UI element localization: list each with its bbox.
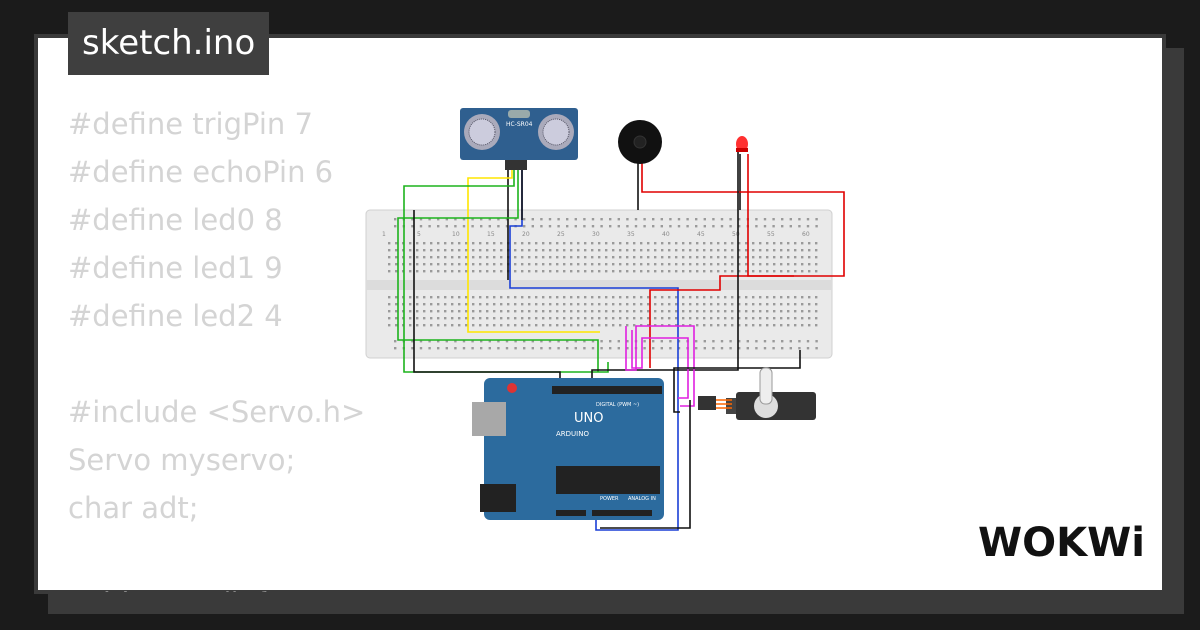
code-line: #include <Servo.h> xyxy=(68,395,366,429)
arduino-uno-board: UNO ARDUINO DIGITAL (PWM ~) POWER ANALOG… xyxy=(472,378,664,520)
code-line: #define led2 4 xyxy=(68,299,283,333)
buzzer xyxy=(618,120,662,164)
arduino-brand-label: ARDUINO xyxy=(556,430,589,438)
breadboard-column-number: 30 xyxy=(592,231,600,238)
breadboard-column-number: 40 xyxy=(662,231,670,238)
code-line xyxy=(68,534,408,582)
breadboard-column-number: 15 xyxy=(487,231,495,238)
code-line: char adt; xyxy=(68,491,199,525)
code-line: #define led0 8 xyxy=(68,203,283,237)
wokwi-logo: WOKWi xyxy=(978,518,1148,574)
breadboard-column-number: 55 xyxy=(767,231,775,238)
code-line: Servo myservo; xyxy=(68,443,296,477)
servo-motor xyxy=(698,367,816,420)
breadboard-column-number: 10 xyxy=(452,231,460,238)
arduino-digital-label: DIGITAL (PWM ~) xyxy=(596,402,639,408)
sensor-label: HC-SR04 xyxy=(506,121,533,128)
breadboard-column-number: 45 xyxy=(697,231,705,238)
code-preview: #define trigPin 7 #define echoPin 6 #defin… xyxy=(68,102,408,592)
code-line: #define echoPin 6 xyxy=(68,155,334,189)
ultrasonic-sensor: HC-SR04 xyxy=(460,108,578,170)
arduino-analog-label: ANALOG IN xyxy=(628,496,656,502)
code-line: void setup() { xyxy=(68,582,408,592)
breadboard-column-number: 1 xyxy=(382,231,386,238)
red-led xyxy=(736,136,748,152)
breadboard-column-number: 50 xyxy=(732,231,740,238)
breadboard-column-number: 25 xyxy=(557,231,565,238)
arduino-power-label: POWER xyxy=(600,496,619,502)
arduino-model-label: UNO xyxy=(574,411,603,426)
breadboard-column-number: 35 xyxy=(627,231,635,238)
breadboard-column-number: 60 xyxy=(802,231,810,238)
code-line xyxy=(68,342,408,390)
code-line: #define led1 9 xyxy=(68,251,283,285)
breadboard-column-number: 5 xyxy=(417,231,421,238)
file-tab[interactable]: sketch.ino xyxy=(68,12,270,75)
code-line: #define trigPin 7 xyxy=(68,107,313,141)
logo-text: WOKWi xyxy=(978,520,1145,566)
breadboard-column-number: 20 xyxy=(522,231,530,238)
